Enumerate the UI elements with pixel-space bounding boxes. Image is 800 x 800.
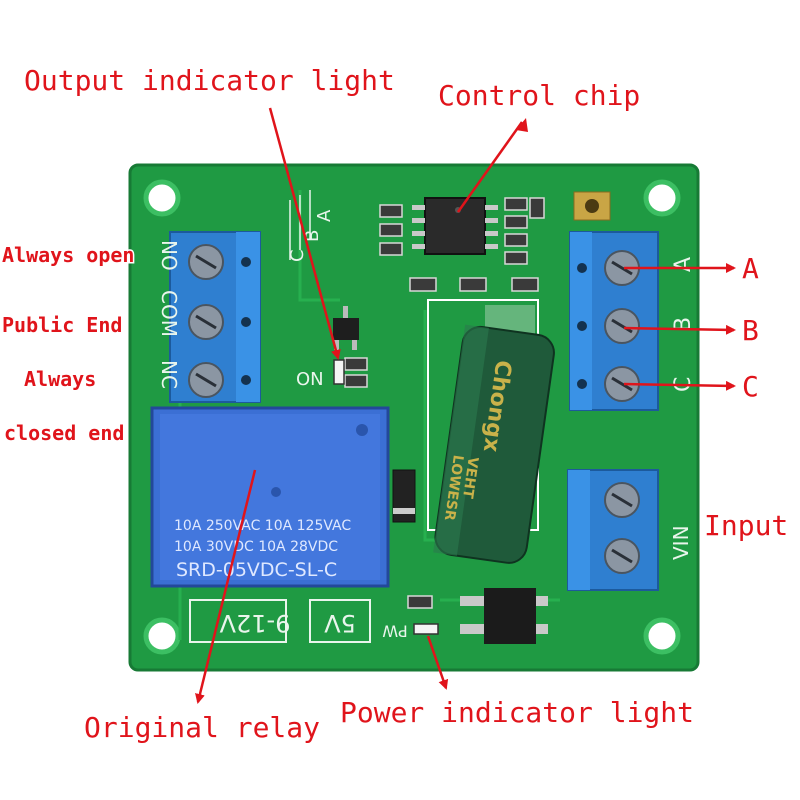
silk-vin: VIN xyxy=(669,525,693,560)
capacitor-line1: VEHT xyxy=(459,456,481,500)
label-terminal-b: B xyxy=(742,314,759,347)
silk-pw: PW xyxy=(382,622,408,641)
voltage-regulator xyxy=(460,588,548,644)
arrow-control-chip xyxy=(456,121,524,213)
label-terminal-c: C xyxy=(742,370,759,403)
arrow-terminal-c xyxy=(623,380,736,391)
mounting-hole-icon xyxy=(143,179,181,217)
arrow-terminal-b xyxy=(623,324,736,335)
diode xyxy=(392,469,416,523)
relay-rating-line2: 10A 30VDC 10A 28VDC xyxy=(174,539,338,555)
signal-terminal-block xyxy=(569,231,659,411)
electrolytic-capacitor: Chongx VEHT LOWESR xyxy=(433,324,555,564)
label-output-indicator: Output indicator light xyxy=(24,64,395,97)
silk-a: A xyxy=(314,209,335,222)
mounting-hole-icon xyxy=(143,617,181,655)
label-always-open: Always open xyxy=(2,243,134,267)
mounting-hole-icon xyxy=(643,179,681,217)
output-led-icon xyxy=(333,359,345,385)
arrow-power-indicator xyxy=(426,635,449,690)
arrow-original-relay xyxy=(195,469,257,704)
label-always-closed-1: Always xyxy=(24,367,96,391)
label-original-relay: Original relay xyxy=(84,711,320,744)
silk-c: C xyxy=(287,249,308,262)
silk-nc: NC xyxy=(157,360,181,389)
relay-rating-line1: 10A 250VAC 10A 125VAC xyxy=(174,518,351,534)
label-control-chip: Control chip xyxy=(438,79,640,112)
silk-b: B xyxy=(302,230,323,242)
label-public-end: Public End xyxy=(2,313,122,337)
relay-model: SRD-05VDC-SL-C xyxy=(176,559,337,581)
silk-terminal-a: A xyxy=(671,257,696,272)
power-led-icon xyxy=(413,623,439,635)
silk-com: COM xyxy=(157,290,181,337)
label-power-indicator: Power indicator light xyxy=(340,696,694,729)
voltage-box-9-12v xyxy=(189,599,287,643)
arrow-output-indicator xyxy=(268,107,341,360)
label-always-closed-2: closed end xyxy=(4,421,124,445)
silk-5v: 5V xyxy=(324,609,356,637)
label-terminal-a: A xyxy=(742,252,759,285)
smd-components xyxy=(344,197,545,609)
silk-no: NO xyxy=(157,240,181,271)
silk-9-12v: 9-12V xyxy=(219,609,290,637)
output-terminal-block xyxy=(169,231,261,403)
relay-component xyxy=(150,406,390,588)
voltage-box-5v xyxy=(309,599,371,643)
input-terminal-block xyxy=(567,469,659,591)
silk-on: ON xyxy=(296,369,324,390)
label-input: Input xyxy=(704,509,788,542)
control-chip xyxy=(412,197,498,255)
mounting-hole-icon xyxy=(643,617,681,655)
